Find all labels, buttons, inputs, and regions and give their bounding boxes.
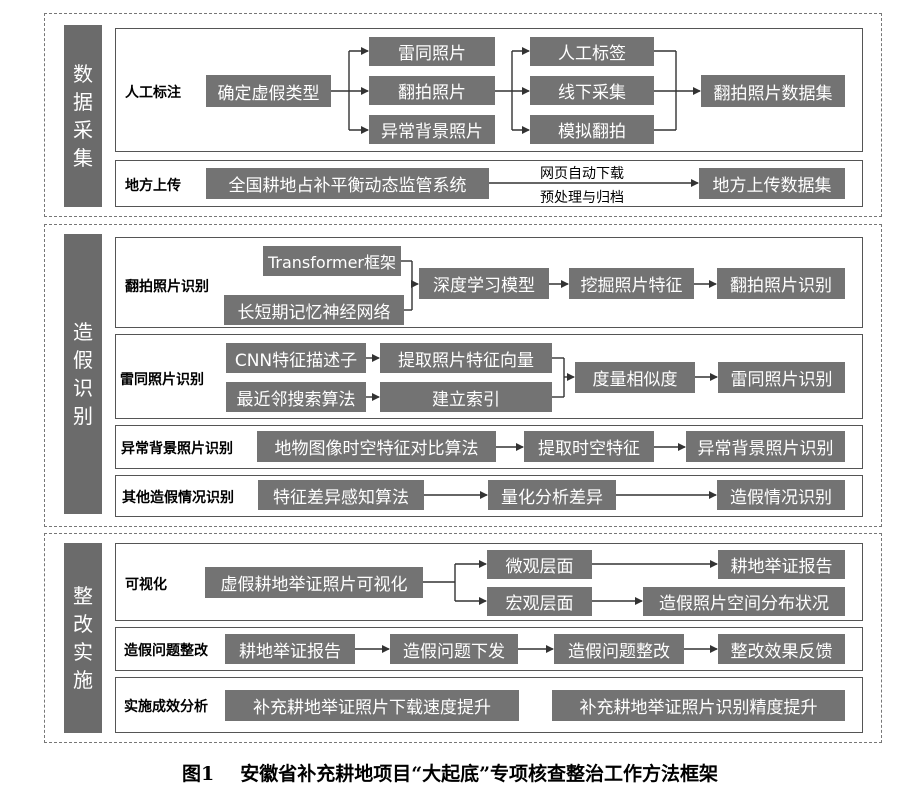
box-background-result: 异常背景照片识别: [686, 431, 845, 462]
row-label-manual-annotation: 人工标注: [125, 85, 181, 101]
box-nearest-neighbor-search: 最近邻搜索算法: [226, 382, 366, 412]
box-national-monitoring-system: 全国耕地占补平衡动态监管系统: [206, 168, 489, 199]
box-recapture-dataset: 翻拍照片数据集: [701, 75, 845, 107]
section-data-collection: [44, 13, 882, 217]
box-determine-false-type: 确定虚假类型: [206, 75, 331, 107]
box-micro-level: 微观层面: [487, 550, 592, 579]
note-auto-download: 网页自动下载: [540, 166, 624, 182]
row-label-background-identification: 异常背景照片识别: [121, 441, 233, 457]
row-label-recapture-identification: 翻拍照片识别: [125, 279, 209, 295]
row-label-effect-analysis: 实施成效分析: [124, 699, 208, 715]
box-duplicate-photo: 雷同照片: [369, 37, 495, 66]
box-download-speed-improved: 补充耕地举证照片下载速度提升: [225, 690, 519, 721]
box-offline-collection: 线下采集: [530, 76, 654, 105]
row-label-local-upload: 地方上传: [125, 178, 181, 194]
box-macro-level: 宏观层面: [487, 587, 592, 616]
box-identification-accuracy-improved: 补充耕地举证照片识别精度提升: [552, 690, 845, 721]
box-duplicate-result: 雷同照片识别: [718, 362, 845, 393]
box-transformer-framework: Transformer框架: [263, 246, 401, 276]
row-label-other-identification: 其他造假情况识别: [122, 490, 234, 506]
box-cnn-descriptor: CNN特征描述子: [226, 343, 366, 373]
box-difference-perception-algorithm: 特征差异感知算法: [258, 480, 424, 510]
box-measure-similarity: 度量相似度: [575, 362, 695, 393]
box-proof-report: 耕地举证报告: [225, 634, 355, 664]
box-local-upload-dataset: 地方上传数据集: [699, 168, 845, 199]
box-manual-label: 人工标签: [530, 37, 654, 66]
box-simulated-recapture: 模拟翻拍: [530, 115, 654, 144]
box-abnormal-background-photo: 异常背景照片: [369, 115, 495, 144]
box-extract-spatiotemporal-features: 提取时空特征: [524, 431, 654, 462]
box-spatiotemporal-algorithm: 地物图像时空特征对比算法: [257, 431, 496, 462]
row-label-issue-rectification: 造假问题整改: [124, 643, 208, 659]
row-label-visualization: 可视化: [125, 577, 167, 593]
figure-number: 图1: [181, 763, 215, 785]
note-preprocess-archive: 预处理与归档: [540, 190, 624, 206]
figure-title: 安徽省补充耕地项目“大起底”专项核查整治工作方法框架: [240, 763, 719, 785]
box-issue-fix: 造假问题整改: [554, 634, 684, 664]
section-rectification: [44, 533, 882, 743]
box-recaptured-photo: 翻拍照片: [369, 76, 495, 105]
section-fake-identification: [44, 224, 882, 527]
box-false-photo-visualization: 虚假耕地举证照片可视化: [205, 567, 423, 598]
box-farmland-proof-report: 耕地举证报告: [718, 550, 845, 579]
section-title-rectification: 整改实施: [64, 543, 102, 733]
box-recapture-result: 翻拍照片识别: [717, 268, 845, 299]
box-spatial-distribution: 造假照片空间分布状况: [643, 587, 845, 616]
row-label-duplicate-identification: 雷同照片识别: [120, 372, 204, 388]
box-extract-feature-vector: 提取照片特征向量: [380, 343, 552, 373]
box-other-result: 造假情况识别: [717, 480, 845, 510]
box-deep-learning-model: 深度学习模型: [419, 268, 549, 299]
box-quantify-difference: 量化分析差异: [488, 480, 616, 510]
box-lstm-network: 长短期记忆神经网络: [224, 295, 404, 325]
box-fix-feedback: 整改效果反馈: [718, 634, 845, 664]
figure-caption: 图1 安徽省补充耕地项目“大起底”专项核查整治工作方法框架: [0, 759, 900, 786]
box-issue-dispatch: 造假问题下发: [390, 634, 518, 664]
box-build-index: 建立索引: [380, 382, 552, 412]
section-title-fake-identification: 造假识别: [64, 234, 102, 514]
box-mine-photo-features: 挖掘照片特征: [569, 268, 694, 299]
section-title-data-collection: 数据采集: [64, 25, 102, 207]
